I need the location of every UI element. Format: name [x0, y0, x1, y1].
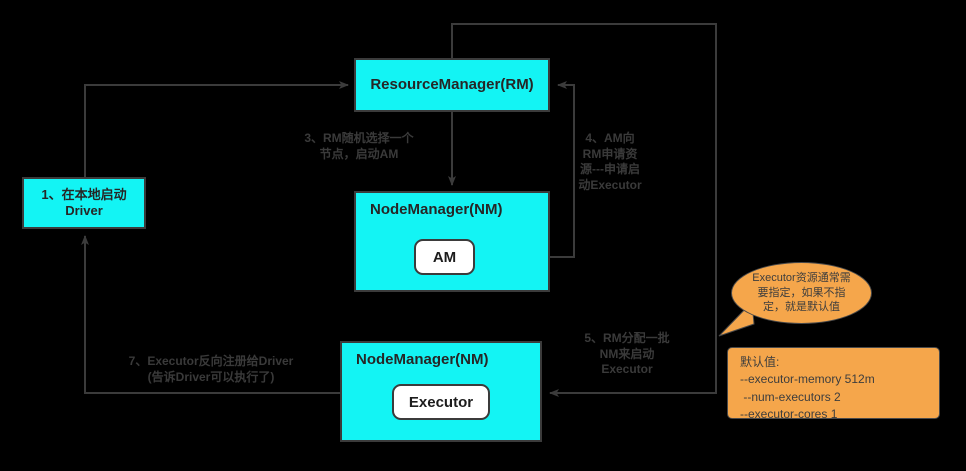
edge-label-step-5: 5、RM分配一批 NM来启动 Executor — [584, 331, 670, 377]
edge-label-step-3: 3、RM随机选择一个 节点，启动AM — [304, 131, 414, 161]
note-default-values: 默认值: --executor-memory 512m --num-execut… — [727, 347, 940, 421]
note-line-executor-cores: --executor-cores 1 — [740, 407, 838, 422]
node-executor: Executor — [392, 384, 490, 420]
node-driver: 1、在本地启动 Driver — [22, 177, 146, 229]
node-am: AM — [414, 239, 475, 275]
edge-label-step-7: 7、Executor反向注册给Driver (告诉Driver可以执行了) — [128, 354, 294, 384]
callout-executor-resources: Executor资源通常需 要指定，如果不指 定，就是默认值 — [731, 262, 872, 324]
note-line-executor-memory: --executor-memory 512m — [740, 372, 875, 387]
node-resource-manager: ResourceManager(RM) — [354, 58, 550, 112]
edge-label-step-4: 4、AM向 RM申请资 源---申请启 动Executor — [578, 131, 642, 192]
note-line-num-executors: --num-executors 2 — [740, 389, 841, 404]
note-line-title: 默认值: — [740, 355, 780, 369]
